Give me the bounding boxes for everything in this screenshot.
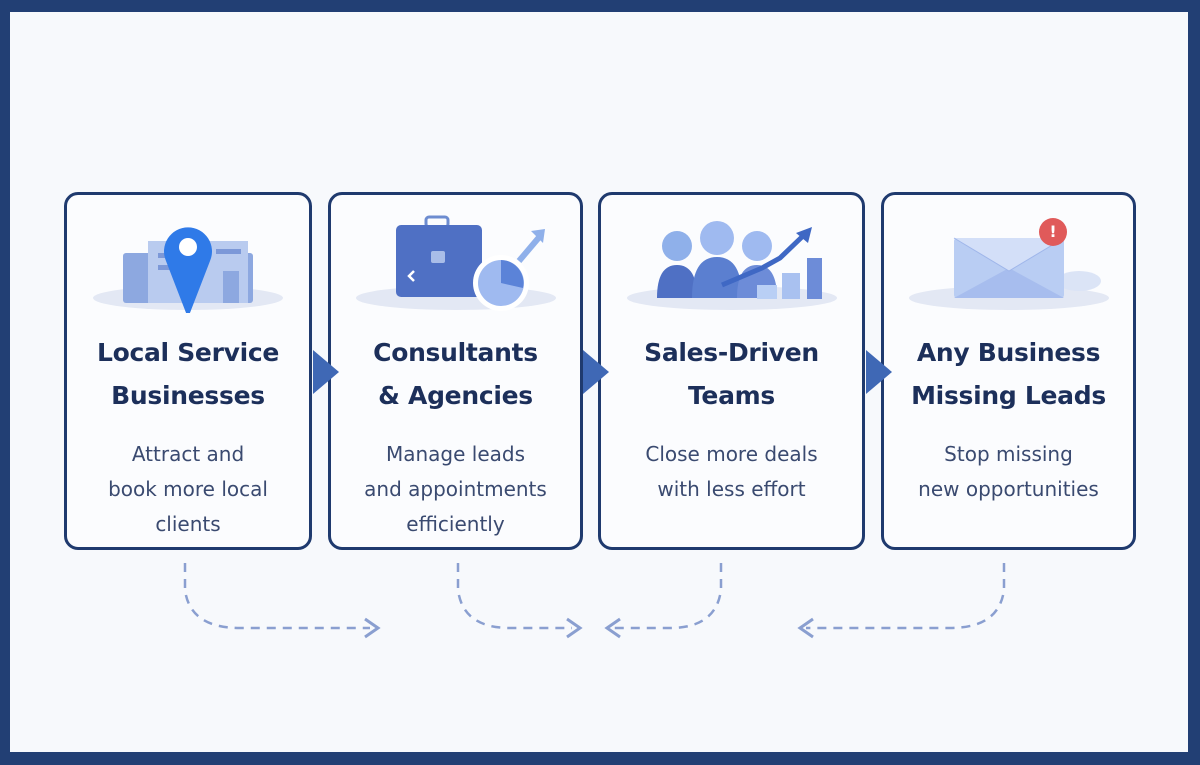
card-consultants-agencies: Consultants & Agencies Manage leads and ap… xyxy=(328,192,583,550)
alert-badge: ! xyxy=(1039,218,1067,246)
card-desc-line: Close more deals xyxy=(645,442,818,466)
arrowhead-left-icon xyxy=(797,617,814,639)
connector-arrow-icon xyxy=(583,350,609,394)
dashed-arrow-path xyxy=(612,563,723,630)
connector-arrow-icon xyxy=(313,350,339,394)
dashed-arrow-path xyxy=(183,563,370,630)
card-title-line: Teams xyxy=(688,381,775,410)
arrowhead-right-icon xyxy=(566,617,583,639)
briefcase-pie-chart-icon xyxy=(331,213,580,313)
envelope-alert-icon: ! xyxy=(884,213,1133,313)
map-pin-storefront-icon xyxy=(67,213,309,313)
card-desc-line: and appointments xyxy=(364,477,547,501)
card-desc-line: Attract and xyxy=(131,442,245,466)
card-desc-line: with less effort xyxy=(657,477,806,501)
team-growth-chart-icon xyxy=(601,213,862,313)
card-desc-line: book more local xyxy=(108,477,268,501)
card-title-line: & Agencies xyxy=(378,381,533,410)
card-title-line: Consultants xyxy=(373,338,538,367)
card-title-line: Any Business xyxy=(916,338,1101,367)
card-desc-line: Stop missing xyxy=(944,442,1073,466)
arrowhead-left-icon xyxy=(604,617,621,639)
card-title-line: Businesses xyxy=(111,381,265,410)
arrowhead-right-icon xyxy=(364,617,381,639)
dashed-arrow-path xyxy=(456,563,572,630)
card-title-line: Local Service xyxy=(96,338,280,367)
card-title-line: Sales-Driven xyxy=(644,338,819,367)
connector-arrow-icon xyxy=(866,350,892,394)
card-desc-line: new opportunities xyxy=(918,477,1099,501)
card-desc-line: efficiently xyxy=(406,512,505,536)
card-desc-line: Manage leads xyxy=(385,442,526,466)
card-desc-line: clients xyxy=(155,512,221,536)
card-title-line: Missing Leads xyxy=(911,381,1106,410)
dashed-arrow-path xyxy=(806,563,1006,630)
